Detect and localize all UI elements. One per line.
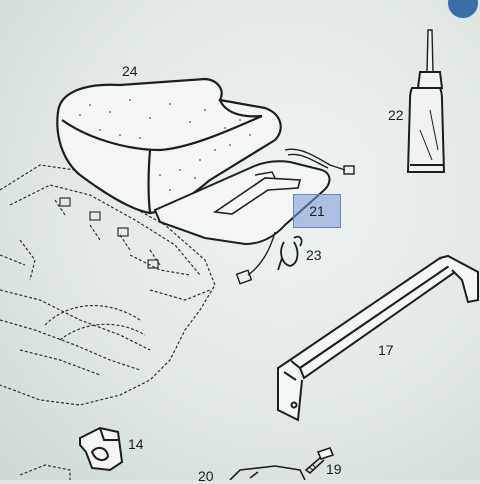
label-23: 23 [306, 247, 322, 263]
label-22: 22 [388, 107, 404, 123]
bottom-part-drawing [229, 465, 306, 480]
cushion-texture [79, 99, 251, 191]
label-21-text: 21 [309, 203, 325, 219]
frame-tabs [59, 197, 159, 269]
clip-drawing [277, 235, 303, 271]
label-21-highlighted[interactable]: 21 [293, 194, 341, 228]
screw-drawing [304, 447, 335, 475]
rail-drawing [277, 254, 479, 422]
mat-wiring [235, 148, 355, 285]
glue-tube-drawing [406, 29, 446, 173]
seat-cushion-drawing [56, 77, 282, 215]
label-17: 17 [378, 342, 394, 358]
label-20: 20 [198, 468, 214, 484]
label-19: 19 [326, 461, 342, 477]
label-24: 24 [122, 63, 138, 79]
small-part-bottom-left [19, 464, 71, 480]
heating-mat-drawing [153, 160, 331, 246]
bracket-drawing [79, 426, 124, 472]
seat-frame-drawing [0, 164, 216, 406]
label-14: 14 [128, 436, 144, 452]
